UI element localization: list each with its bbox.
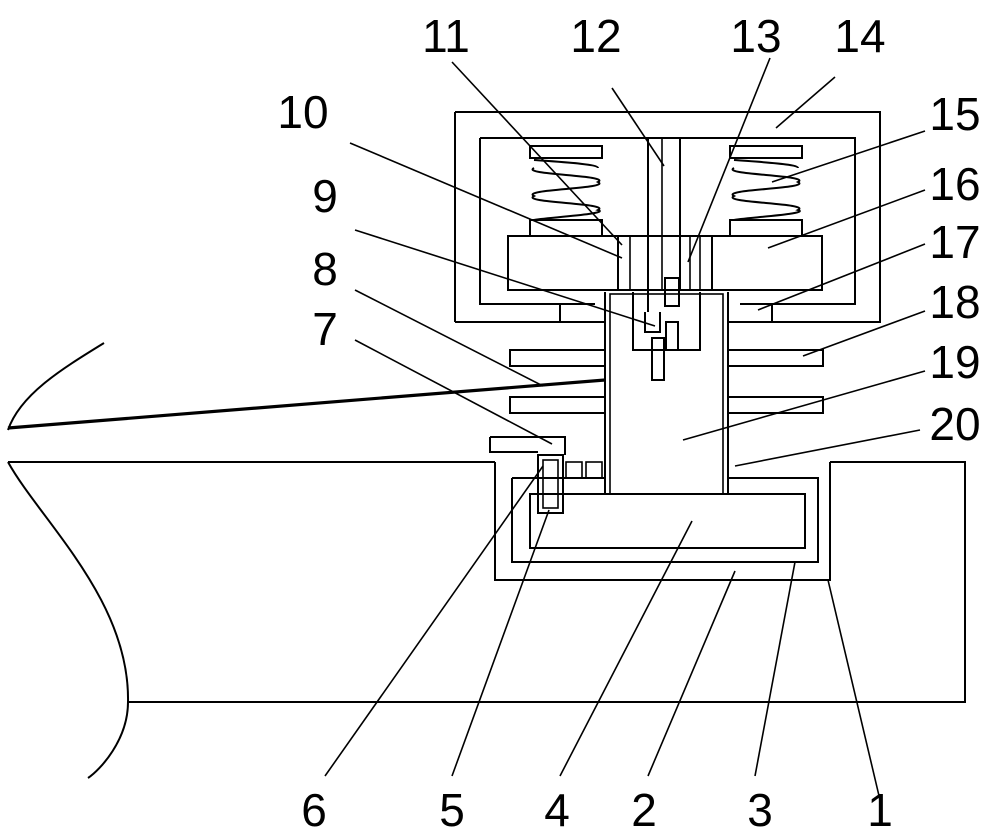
label-17: 17 [929, 216, 980, 268]
part-14-housing [454, 111, 881, 323]
label-19: 19 [929, 336, 980, 388]
label-20: 20 [929, 398, 980, 450]
label-5: 5 [439, 784, 465, 836]
label-10: 10 [277, 86, 328, 138]
label-2: 2 [631, 784, 657, 836]
part-7-hook-handle [489, 436, 566, 455]
label-14: 14 [834, 10, 885, 62]
part-15-springs [529, 145, 803, 237]
label-18: 18 [929, 276, 980, 328]
part-4-slider-block [529, 493, 806, 549]
part-2-outer-groove [494, 462, 831, 581]
part-1-base-body [7, 461, 966, 779]
part-17-support-stubs [559, 304, 773, 322]
part-6-pin-sleeve [565, 461, 603, 479]
label-1: 1 [867, 784, 893, 836]
label-15: 15 [929, 88, 980, 140]
label-7: 7 [312, 303, 338, 355]
upper-break-curve [7, 342, 105, 431]
label-12: 12 [570, 10, 621, 62]
label-13: 13 [730, 10, 781, 62]
part-8-inclined-rod [7, 378, 606, 430]
label-16: 16 [929, 158, 980, 210]
label-8: 8 [312, 243, 338, 295]
label-9: 9 [312, 170, 338, 222]
label-3: 3 [747, 784, 773, 836]
label-4: 4 [544, 784, 570, 836]
leader-lines [324, 57, 926, 801]
part-5-lock-pin [537, 454, 564, 514]
part-10-latch-block [664, 277, 680, 307]
label-6: 6 [301, 784, 327, 836]
label-11: 11 [422, 10, 470, 62]
part-11-latch-spring [665, 321, 679, 351]
